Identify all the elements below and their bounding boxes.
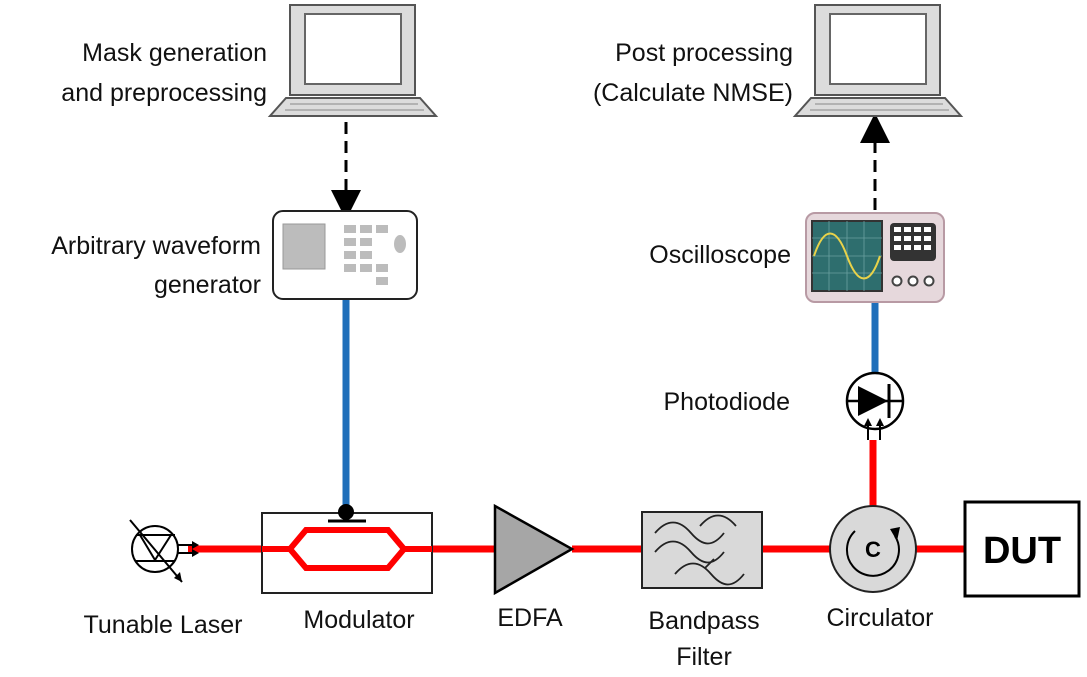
pc-right-label-line2: (Calculate NMSE) bbox=[592, 79, 793, 107]
oscilloscope-label: Oscilloscope bbox=[649, 241, 791, 269]
edfa-label: EDFA bbox=[497, 604, 563, 632]
circulator-label: Circulator bbox=[826, 604, 934, 632]
bandpass-label-line2: Filter bbox=[676, 643, 732, 671]
awg-label-line2: generator bbox=[153, 271, 261, 299]
dut-label: DUT bbox=[983, 530, 1061, 572]
optical-fiber-path bbox=[188, 440, 965, 553]
pc-left-label-line2: and preprocessing bbox=[61, 79, 267, 107]
amplifier-icon bbox=[493, 503, 575, 596]
bandpass-label-line1: Bandpass bbox=[648, 607, 760, 635]
waveform-generator-icon bbox=[272, 210, 418, 300]
tunable-laser-label: Tunable Laser bbox=[83, 611, 243, 639]
modulator-icon bbox=[261, 504, 433, 594]
photodiode-label: Photodiode bbox=[663, 388, 790, 416]
pc-right-label-line1: Post processing bbox=[615, 39, 793, 67]
circulator-icon: C bbox=[829, 505, 917, 593]
oscilloscope-icon bbox=[805, 212, 945, 303]
computer-icon bbox=[792, 4, 964, 117]
electrical-cable-path bbox=[342, 300, 879, 508]
tunable-laser-icon bbox=[129, 519, 199, 583]
circulator-symbol: C bbox=[865, 537, 881, 562]
computer-icon bbox=[267, 4, 439, 117]
awg-label-line1: Arbitrary waveform bbox=[51, 232, 261, 260]
dut-box: DUT bbox=[963, 500, 1081, 598]
photodiode-icon bbox=[845, 371, 905, 440]
modulator-label: Modulator bbox=[303, 606, 415, 634]
bandpass-filter-icon bbox=[641, 511, 763, 589]
pc-left-label-line1: Mask generation bbox=[82, 39, 267, 67]
